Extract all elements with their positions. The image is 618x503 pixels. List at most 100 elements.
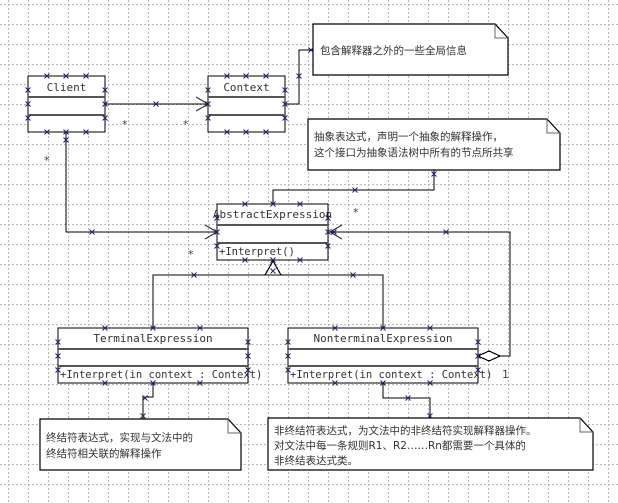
selection-handle-icon[interactable] (214, 229, 220, 235)
selection-handle-icon[interactable] (150, 380, 156, 386)
selection-handle-icon[interactable] (475, 367, 481, 373)
selection-handle-icon[interactable] (224, 73, 230, 79)
note-abstract[interactable]: 抽象表达式，声明一个抽象的解释操作， 这个接口为抽象语法树中所有的节点所共享 (307, 118, 561, 171)
selection-handle-icon[interactable] (63, 73, 69, 79)
selection-handle-icon[interactable] (197, 325, 203, 331)
selection-handle-icon[interactable] (285, 339, 291, 345)
selection-handle-icon[interactable] (242, 201, 248, 207)
selection-handle-icon[interactable] (243, 73, 249, 79)
nonterminal-note-connector (382, 383, 431, 418)
selection-handle-icon[interactable] (89, 229, 95, 235)
selection-handle-icon[interactable] (224, 129, 230, 135)
selection-handle-icon[interactable] (263, 73, 269, 79)
selection-handle-icon[interactable] (142, 395, 148, 401)
selection-handle-icon[interactable] (443, 229, 449, 235)
selection-handle-icon[interactable] (263, 129, 269, 135)
class-nonterminal-expression[interactable]: NonterminalExpression +Interpret(in cont… (287, 327, 492, 384)
selection-handle-icon[interactable] (102, 380, 108, 386)
class-client[interactable]: Client (27, 75, 106, 133)
selection-handle-icon[interactable] (55, 339, 61, 345)
selection-handle-icon[interactable] (153, 101, 159, 107)
note-context-line-1: 包含解释器之外的一些全局信息 (320, 44, 467, 57)
selection-handle-icon[interactable] (205, 87, 211, 93)
selection-handle-icon[interactable] (380, 325, 386, 331)
selection-handle-icon[interactable] (270, 201, 276, 207)
selection-handle-icon[interactable] (297, 257, 303, 263)
note-nonterminal-line-1: 非终结符表达式，为文法中的非终结符实现解释器操作。 (274, 424, 537, 437)
abstract-note-connector (272, 170, 435, 204)
client-abstract-association[interactable] (65, 132, 217, 233)
selection-handle-icon[interactable] (102, 115, 108, 121)
selection-handle-icon[interactable] (475, 339, 481, 345)
selection-handle-icon[interactable] (25, 87, 31, 93)
selection-handle-icon[interactable] (308, 47, 314, 53)
selection-handle-icon[interactable] (332, 380, 338, 386)
selection-handle-icon[interactable] (270, 268, 276, 274)
note-terminal[interactable]: 终结符表达式，实现与文法中的 终结符相关联的解释操作 (39, 418, 242, 471)
selection-handle-icon[interactable] (285, 353, 291, 359)
selection-handle-icon[interactable] (325, 243, 331, 249)
selection-handle-icon[interactable] (55, 353, 61, 359)
selection-handle-icon[interactable] (44, 73, 50, 79)
selection-handle-icon[interactable] (282, 101, 288, 107)
selection-handle-icon[interactable] (150, 325, 156, 331)
selection-handle-icon[interactable] (63, 137, 69, 143)
class-context[interactable]: Context (207, 75, 286, 133)
note-nonterminal-box[interactable] (267, 417, 594, 471)
note-abstract-box[interactable] (307, 118, 561, 171)
note-nonterminal[interactable]: 非终结符表达式，为文法中的非终结符实现解释器操作。 对文法中每一条规则R1、R2… (267, 417, 594, 471)
selection-handle-icon[interactable] (285, 367, 291, 373)
note-terminal-line-2: 终结符相关联的解释操作 (46, 447, 162, 460)
selection-handle-icon[interactable] (44, 129, 50, 135)
selection-handle-icon[interactable] (245, 367, 251, 373)
class-terminal-expression[interactable]: TerminalExpression +Interpret(in context… (57, 327, 262, 384)
class-abstract-expression[interactable]: AbstractExpression +Interpret() (213, 203, 332, 261)
selection-handle-icon[interactable] (245, 339, 251, 345)
selection-handle-icon[interactable] (431, 171, 437, 177)
note-terminal-box[interactable] (39, 418, 242, 471)
selection-handle-icon[interactable] (297, 201, 303, 207)
selection-handle-icon[interactable] (205, 115, 211, 121)
selection-handle-icon[interactable] (25, 115, 31, 121)
selection-handle-icon[interactable] (102, 87, 108, 93)
selection-handle-icon[interactable] (427, 380, 433, 386)
selection-handle-icon[interactable] (427, 413, 433, 419)
note-context[interactable]: 包含解释器之外的一些全局信息 (312, 23, 509, 76)
selection-handle-icon[interactable] (214, 243, 220, 249)
selection-handle-icon[interactable] (282, 115, 288, 121)
selection-handle-icon[interactable] (63, 129, 69, 135)
selection-handle-icon[interactable] (191, 272, 197, 278)
selection-handle-icon[interactable] (282, 87, 288, 93)
selection-handle-icon[interactable] (102, 325, 108, 331)
selection-handle-icon[interactable] (331, 229, 337, 235)
selection-handle-icon[interactable] (102, 101, 108, 107)
selection-handle-icon[interactable] (380, 380, 386, 386)
selection-handle-icon[interactable] (270, 257, 276, 263)
selection-handle-icon[interactable] (325, 229, 331, 235)
class-abstract-expression-box[interactable] (216, 203, 329, 261)
class-abstract-expression-operation: +Interpret() (219, 246, 295, 258)
selection-handle-icon[interactable] (243, 129, 249, 135)
class-nonterminal-expression-name: NonterminalExpression (313, 332, 452, 345)
note-context-box[interactable] (312, 23, 509, 76)
selection-handle-icon[interactable] (475, 353, 481, 359)
selection-handle-icon[interactable] (405, 395, 411, 401)
selection-handle-icon[interactable] (350, 272, 356, 278)
selection-handle-icon[interactable] (55, 367, 61, 373)
selection-handle-icon[interactable] (25, 101, 31, 107)
selection-handle-icon[interactable] (197, 380, 203, 386)
selection-handle-icon[interactable] (352, 187, 358, 193)
selection-handle-icon[interactable] (325, 215, 331, 221)
selection-handle-icon[interactable] (140, 413, 146, 419)
selection-handle-icon[interactable] (214, 215, 220, 221)
selection-handle-icon[interactable] (332, 325, 338, 331)
selection-handle-icon[interactable] (427, 325, 433, 331)
aggregation-line[interactable] (330, 231, 511, 357)
selection-handle-icon[interactable] (83, 129, 89, 135)
selection-handle-icon[interactable] (245, 353, 251, 359)
selection-handle-icon[interactable] (83, 73, 89, 79)
selection-handle-icon[interactable] (296, 73, 302, 79)
selection-handle-icon[interactable] (242, 257, 248, 263)
selection-handle-icon[interactable] (205, 101, 211, 107)
